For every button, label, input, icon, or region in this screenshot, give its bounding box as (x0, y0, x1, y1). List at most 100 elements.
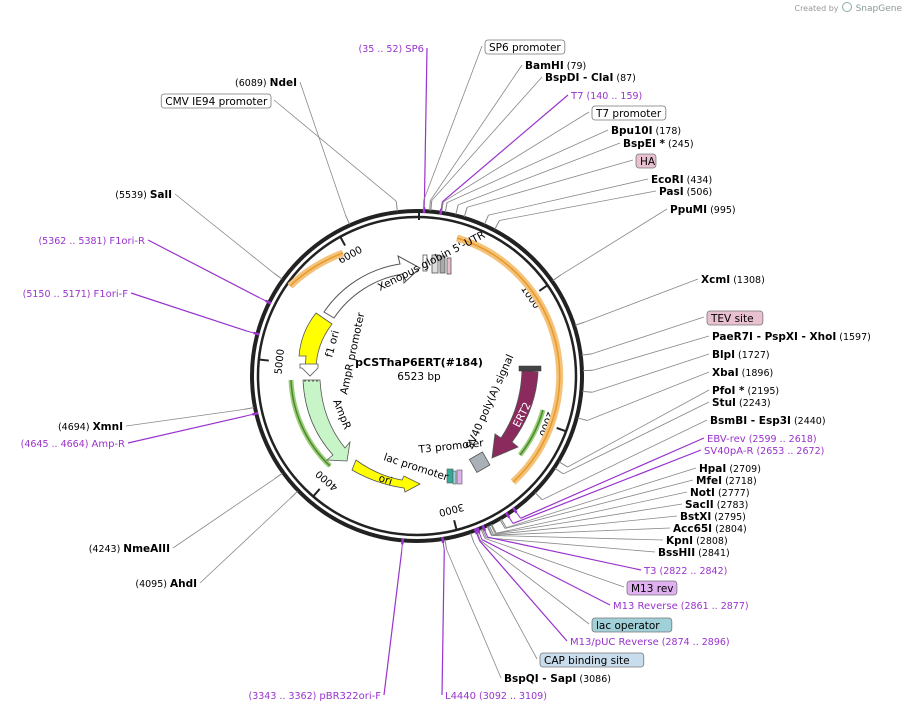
site-leader-ext-10 (587, 371, 710, 421)
box-bg-2 (635, 153, 657, 169)
box-leader-ext-4 (591, 316, 705, 355)
box-label-0: SP6 promoter (489, 42, 561, 54)
primer-label-10: (5150 .. 5171) F1ori-F (23, 289, 129, 300)
site-name-14: HpaI (699, 463, 726, 475)
site-name-10: XbaI (712, 367, 739, 379)
site-pos-10: (1896) (739, 368, 774, 379)
tick-mark-4000 (312, 488, 321, 498)
box-leader-7 (470, 532, 475, 543)
primer-leader-ext-7 (441, 549, 445, 696)
primer-mark-7 (441, 536, 445, 544)
primer-label-4: T3 (2822 .. 2842) (643, 566, 727, 577)
site-leader-ext-20 (491, 535, 664, 541)
site-pos-5: (506) (684, 187, 713, 198)
primer-label-7: L4440 (3092 .. 3109) (445, 691, 547, 702)
backbone-inner-ring (256, 215, 578, 537)
cmv-promoter-arc-core (289, 252, 344, 287)
feat-ampr-promoter: AmpR promoter (338, 311, 367, 396)
primer-name-4: T3 (643, 566, 656, 577)
box-label-6: lac operator (596, 620, 660, 632)
primer-label-1: T7 (140 .. 159) (570, 91, 642, 102)
site-leader-20 (486, 526, 492, 536)
feat-ampr: AmpR (330, 398, 353, 432)
site-leader-27 (345, 214, 351, 225)
site-name-18: BstXI (680, 511, 711, 523)
primer-name-2: EBV-rev (707, 434, 746, 445)
primer-name-6: M13/pUC Reverse (570, 637, 659, 648)
box-bg-7 (539, 652, 645, 668)
site-name-2: Bpu10I (611, 125, 653, 137)
snapgene-credit: Created by SnapGene (794, 2, 902, 14)
ert2-arrow (491, 369, 539, 459)
site-name-23: AhdI (170, 578, 197, 590)
site-name-20: KpnI (666, 535, 693, 547)
site-name-7: XcmI (701, 274, 730, 286)
site-name-21: BssHII (658, 547, 695, 559)
primer-leader-ext-0 (423, 47, 428, 201)
site-leader-ext-7 (584, 278, 699, 323)
site-leader-ext-24 (172, 478, 275, 549)
ha-tag-mark (439, 255, 446, 274)
site-pos-20: (2808) (693, 536, 728, 547)
site-leader-0 (429, 200, 431, 211)
primer-pos-9: (4645 .. 4664) (21, 439, 92, 450)
primer-leader-ext-2 (520, 437, 705, 519)
site-leader-3 (455, 204, 459, 215)
box-leader-ext-1 (442, 111, 590, 203)
site-leader-11 (558, 461, 568, 468)
ampr-promoter-arrow (299, 363, 319, 377)
site-pos-24: (4243) (89, 544, 124, 555)
primer-leader-ext-9 (127, 415, 246, 444)
primer-pos-6: (2874 .. 2896) (659, 637, 730, 648)
site-label-6: PpuMI (995) (670, 204, 736, 216)
site-label-25: (4694) XmnI (58, 421, 123, 433)
site-name-15: MfeI (696, 475, 722, 487)
site-label-2: Bpu10I (178) (611, 125, 681, 137)
site-name-8: PaeR7I - PspXI - XhoI (712, 331, 836, 343)
site-pos-12: (2243) (736, 398, 771, 409)
sp6-promoter-mark (431, 254, 439, 274)
site-leader-ext-17 (495, 503, 683, 535)
site-pos-23: (4095) (135, 579, 170, 590)
site-label-9: BlpI (1727) (712, 349, 770, 361)
site-label-17: SacII (2783) (685, 499, 748, 511)
site-label-23: (4095) AhdI (135, 578, 197, 590)
plasmid-length: 6523 bp (397, 371, 441, 383)
site-pos-4: (434) (684, 175, 713, 186)
site-label-7: XcmI (1308) (701, 274, 765, 286)
site-label-21: BssHII (2841) (658, 547, 730, 559)
site-label-16: NotI (2777) (690, 487, 750, 499)
site-leader-12 (554, 467, 564, 475)
site-label-22: BspQI - SapI (3086) (504, 673, 611, 685)
site-leader-ext-0 (430, 64, 523, 201)
primer-mark-9 (252, 411, 259, 416)
box-leader-ext-3 (273, 99, 397, 202)
site-pos-13: (2440) (791, 416, 826, 427)
site-leader-5 (494, 220, 500, 230)
box-leader-ext-5 (484, 537, 625, 588)
site-label-0: BamHI (79) (525, 60, 586, 72)
primer-name-9: Amp-R (92, 439, 126, 450)
primer-name-0: SP6 (405, 44, 424, 55)
primer-label-9: (4645 .. 4664) Amp-R (21, 439, 125, 450)
primer-pos-5: (2861 .. 2877) (678, 601, 749, 612)
site-label-8: PaeR7I - PspXI - XhoI (1597) (712, 331, 871, 343)
ori-arrow (351, 459, 421, 493)
site-pos-7: (1308) (730, 275, 765, 286)
site-pos-16: (2777) (715, 488, 750, 499)
primer-mark-3 (504, 511, 511, 519)
leader-lines (125, 45, 710, 696)
primer-pos-0: (35 .. 52) (359, 44, 406, 55)
site-label-11: PfoI * (2195) (712, 385, 779, 397)
tick-label-5000: 5000 (273, 349, 287, 375)
box-label-2: HA (640, 156, 656, 168)
site-pos-18: (2795) (711, 512, 746, 523)
site-name-24: NmeAIII (123, 543, 170, 555)
site-pos-9: (1727) (735, 350, 770, 361)
box-label-3: CMV IE94 promoter (165, 96, 268, 108)
site-name-19: Acc65I (673, 523, 712, 535)
site-leader-ext-12 (563, 401, 710, 475)
site-leader-ext-8 (592, 335, 710, 371)
feat-f1ori: f1 ori (323, 329, 342, 359)
primer-name-8: pBR322ori-F (319, 691, 381, 702)
